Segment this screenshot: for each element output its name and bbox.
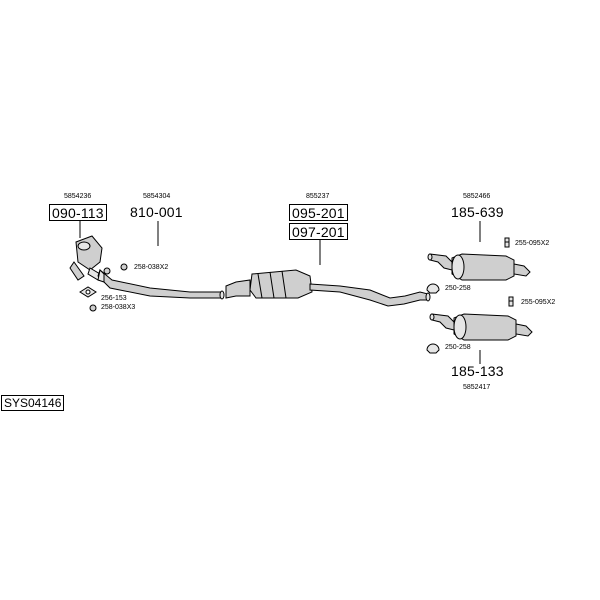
oem-number-5852466: 5852466 [463,193,491,200]
clamp-258-038x2 [103,263,128,275]
part-number-185-133[interactable]: 185-133 [451,363,504,379]
clamp-250-258-upper [426,283,440,294]
fitting-label-258-038x3[interactable]: 258-038X3 [101,304,136,311]
part-number-095-201[interactable]: 095-201 [289,204,348,221]
diagram-id-label: SYS04146 [1,395,65,412]
gasket-256-153 [79,286,97,298]
mount-255-095x2-lower [508,296,514,307]
rear-silencer-185-639 [427,253,531,281]
fitting-label-256-153[interactable]: 256-153 [101,295,127,302]
part-number-097-201[interactable]: 097-201 [289,223,348,240]
oem-number-5852417: 5852417 [463,384,491,391]
part-number-185-639[interactable]: 185-639 [451,204,504,220]
part-number-090-113[interactable]: 090-113 [49,204,107,221]
fitting-label-250-258-upper[interactable]: 250-258 [445,285,471,292]
middle-silencer [225,269,431,307]
mount-255-095x2-upper [504,237,510,248]
clamp-258-038x3 [89,304,97,312]
oem-number-855237: 855237 [306,193,330,200]
fitting-label-258-038x2[interactable]: 258-038X2 [134,264,169,271]
fitting-label-255-095x2-upper[interactable]: 255-095X2 [515,240,550,247]
front-pipe [97,268,225,300]
oem-number-5854236: 5854236 [64,193,92,200]
fitting-label-255-095x2-lower[interactable]: 255-095X2 [521,299,556,306]
rear-silencer-185-133 [429,313,533,341]
clamp-250-258-lower [426,343,440,354]
part-number-810-001[interactable]: 810-001 [130,204,183,220]
oem-number-5854304: 5854304 [143,193,171,200]
catalytic-converter-front [69,235,103,281]
fitting-label-250-258-lower[interactable]: 250-258 [445,344,471,351]
